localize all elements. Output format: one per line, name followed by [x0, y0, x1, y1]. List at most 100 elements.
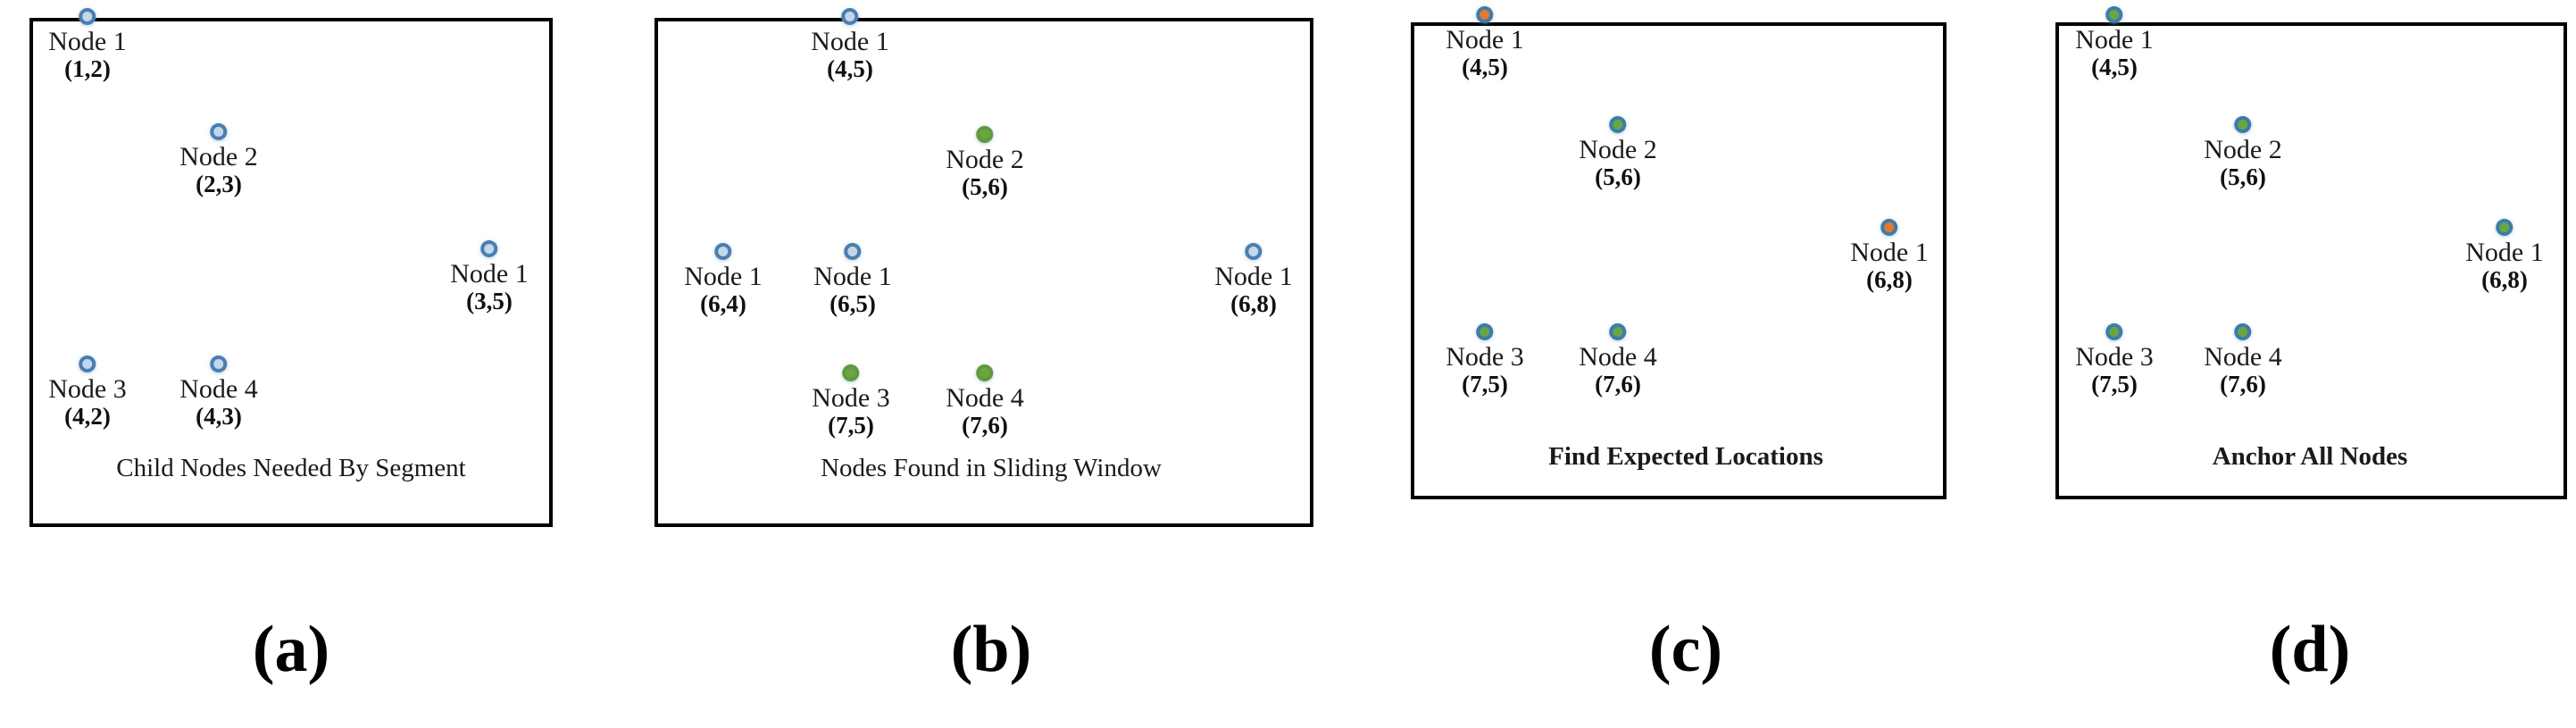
panel-c-node-1-6-8[interactable]: Node 1(6,8): [1850, 218, 1929, 294]
node-label: Node 2: [946, 144, 1024, 174]
panel-d-caption: Anchor All Nodes: [2212, 442, 2408, 471]
node-marker-icon: [79, 7, 96, 25]
node-label: Node 1: [684, 261, 763, 291]
node-coordinate: (6,8): [1866, 266, 1913, 294]
node-label: Node 1: [1446, 24, 1524, 54]
node-marker-icon: [1609, 115, 1627, 133]
node-coordinate: (7,6): [2220, 371, 2266, 398]
node-marker-icon: [2105, 322, 2123, 340]
node-label: Node 1: [2465, 237, 2544, 267]
node-label: Node 1: [2075, 24, 2154, 54]
node-coordinate: (7,6): [962, 412, 1008, 439]
node-label: Node 1: [1214, 261, 1293, 291]
node-coordinate: (5,6): [2220, 163, 2266, 191]
node-coordinate: (7,5): [828, 412, 874, 439]
panel-c-box: [1411, 22, 1947, 499]
node-label: Node 3: [48, 373, 127, 404]
node-label: Node 1: [1850, 237, 1929, 267]
panel-c-node-2-5-6[interactable]: Node 2(5,6): [1579, 115, 1657, 191]
panel-b-node-3-7-5[interactable]: Node 3(7,5): [812, 364, 890, 439]
node-label: Node 1: [48, 26, 127, 56]
node-coordinate: (6,4): [700, 290, 746, 318]
node-marker-icon: [841, 7, 859, 25]
node-coordinate: (7,5): [2091, 371, 2138, 398]
node-marker-icon: [844, 242, 862, 260]
panel-c-letter: (c): [1648, 613, 1723, 686]
node-coordinate: (7,5): [1462, 371, 1508, 398]
node-coordinate: (5,6): [1595, 163, 1641, 191]
node-label: Node 1: [811, 26, 889, 56]
panel-b-node-1-6-5[interactable]: Node 1(6,5): [813, 242, 892, 318]
panel-b-box: [654, 18, 1313, 527]
node-marker-icon: [480, 239, 498, 257]
node-marker-icon: [79, 355, 96, 372]
node-label: Node 3: [2075, 341, 2154, 372]
node-marker-icon: [1476, 5, 1494, 23]
panel-d-box: [2055, 22, 2567, 499]
panel-d-node-2-5-6[interactable]: Node 2(5,6): [2204, 115, 2282, 191]
node-coordinate: (4,5): [827, 55, 873, 83]
panel-d-node-4-7-6[interactable]: Node 4(7,6): [2204, 322, 2282, 398]
panel-d-node-1-6-8[interactable]: Node 1(6,8): [2465, 218, 2544, 294]
node-coordinate: (4,3): [196, 403, 242, 431]
node-coordinate: (6,5): [829, 290, 876, 318]
panel-a-node-3-4-2[interactable]: Node 3(4,2): [48, 355, 127, 431]
panel-d-node-3-7-5[interactable]: Node 3(7,5): [2075, 322, 2154, 398]
panel-d-node-1-4-5[interactable]: Node 1(4,5): [2075, 5, 2154, 81]
node-coordinate: (5,6): [962, 173, 1008, 201]
panel-b-node-1-6-4[interactable]: Node 1(6,4): [684, 242, 763, 318]
node-coordinate: (6,8): [2481, 266, 2528, 294]
node-coordinate: (7,6): [1595, 371, 1641, 398]
panel-c-node-1-4-5[interactable]: Node 1(4,5): [1446, 5, 1524, 81]
panel-a-node-1-3-5[interactable]: Node 1(3,5): [450, 239, 529, 315]
node-marker-icon: [976, 125, 994, 143]
node-marker-icon: [1609, 322, 1627, 340]
node-coordinate: (4,5): [2091, 54, 2138, 81]
node-label: Node 2: [179, 141, 258, 172]
panel-c-node-4-7-6[interactable]: Node 4(7,6): [1579, 322, 1657, 398]
panel-c-node-3-7-5[interactable]: Node 3(7,5): [1446, 322, 1524, 398]
node-label: Node 4: [2204, 341, 2282, 372]
node-coordinate: (4,2): [64, 403, 111, 431]
panel-c-caption: Find Expected Locations: [1548, 442, 1823, 471]
node-marker-icon: [2234, 322, 2252, 340]
panel-b-node-4-7-6[interactable]: Node 4(7,6): [946, 364, 1024, 439]
node-coordinate: (1,2): [64, 55, 111, 83]
node-label: Node 4: [946, 382, 1024, 413]
panel-a-caption: Child Nodes Needed By Segment: [116, 454, 466, 482]
panel-b-node-2-5-6[interactable]: Node 2(5,6): [946, 125, 1024, 201]
node-marker-icon: [2234, 115, 2252, 133]
node-marker-icon: [976, 364, 994, 381]
node-label: Node 4: [1579, 341, 1657, 372]
node-coordinate: (3,5): [466, 288, 513, 315]
node-marker-icon: [210, 122, 228, 140]
panel-b-letter: (b): [950, 613, 1032, 686]
node-coordinate: (6,8): [1230, 290, 1277, 318]
node-marker-icon: [210, 355, 228, 372]
panel-d-letter: (d): [2269, 613, 2351, 686]
node-marker-icon: [2496, 218, 2513, 236]
node-marker-icon: [2105, 5, 2123, 23]
panel-b-caption: Nodes Found in Sliding Window: [821, 454, 1162, 482]
node-marker-icon: [842, 364, 860, 381]
node-marker-icon: [1476, 322, 1494, 340]
node-coordinate: (2,3): [196, 171, 242, 198]
panel-b-node-1-6-8[interactable]: Node 1(6,8): [1214, 242, 1293, 318]
panel-a-node-1-1-2[interactable]: Node 1(1,2): [48, 7, 127, 83]
node-label: Node 3: [812, 382, 890, 413]
node-label: Node 4: [179, 373, 258, 404]
node-label: Node 2: [2204, 134, 2282, 164]
panel-a-letter: (a): [252, 613, 330, 686]
panel-b-node-1-4-5[interactable]: Node 1(4,5): [811, 7, 889, 83]
node-label: Node 2: [1579, 134, 1657, 164]
node-label: Node 1: [813, 261, 892, 291]
node-marker-icon: [1245, 242, 1263, 260]
node-marker-icon: [1880, 218, 1898, 236]
panel-a-node-2-2-3[interactable]: Node 2(2,3): [179, 122, 258, 198]
panel-a-box: [29, 18, 553, 527]
node-label: Node 3: [1446, 341, 1524, 372]
panel-a-node-4-4-3[interactable]: Node 4(4,3): [179, 355, 258, 431]
node-marker-icon: [714, 242, 732, 260]
node-coordinate: (4,5): [1462, 54, 1508, 81]
